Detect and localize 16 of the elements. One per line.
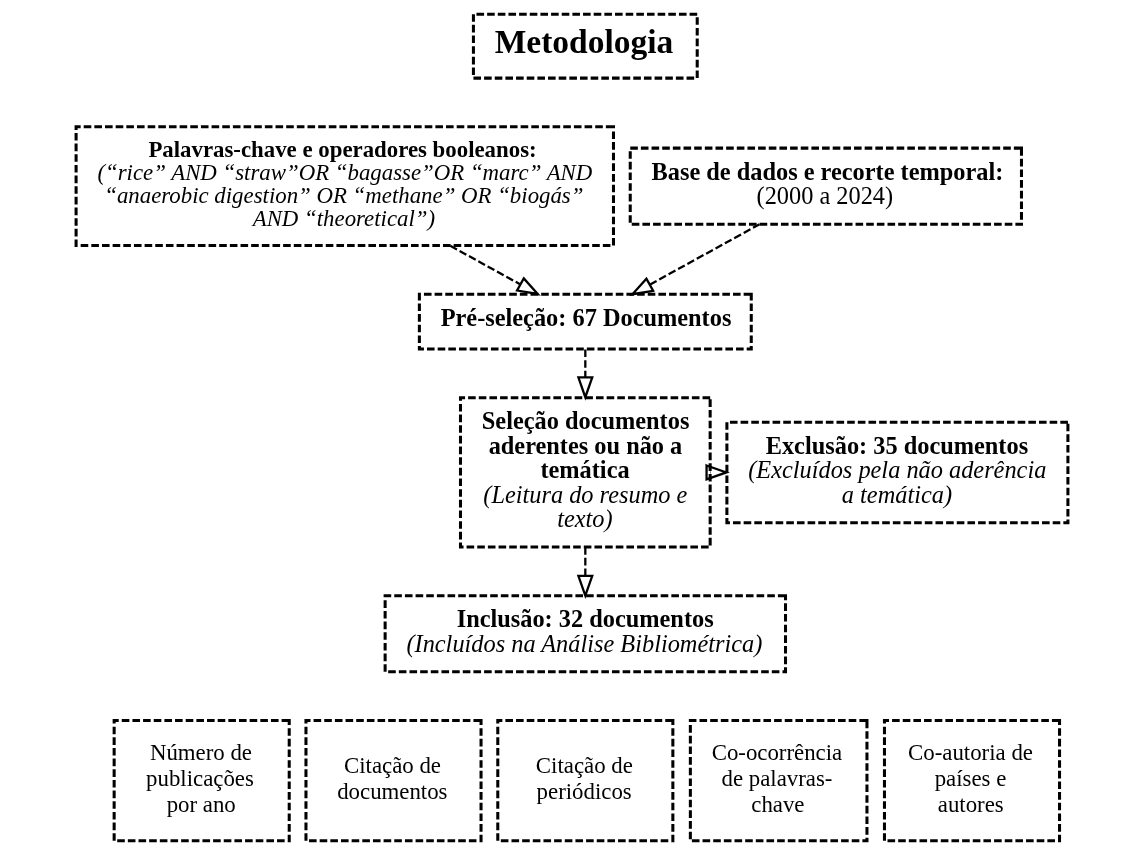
node-box: Palavras-chave e operadores booleanos: (“rice” AND “straw”OR “bagasse”OR “marc” AND “anaerobic digestion” OR “methane” OR “biogás” AND “theoretical”): [74, 125, 615, 248]
arrow: [576, 349, 594, 401]
node-box: Inclusão: 32 documentos (Incluídos na Análise Bibliométrica): [383, 594, 788, 674]
node-box: Número de publicações por ano: [112, 719, 291, 843]
node-box: Pré-seleção: 67 Documentos: [417, 292, 753, 351]
arrow: [576, 547, 594, 600]
node-box: Metodologia: [471, 12, 699, 80]
node-box: Base de dados e recorte temporal: (2000 a 2024): [628, 146, 1023, 226]
node-box: Exclusão: 35 documentos (Excluídos pela não aderência a temática): [725, 420, 1070, 525]
arrow: [449, 244, 541, 296]
node-box: Co-autoria de países e autores: [882, 719, 1062, 843]
node-box: Co-ocorrência de palavras-chave: [688, 719, 869, 843]
node-box: Citação de documentos: [304, 719, 483, 843]
node-box: Citação de periódicos: [496, 719, 675, 843]
arrow: [705, 463, 730, 481]
arrow: [629, 223, 761, 296]
